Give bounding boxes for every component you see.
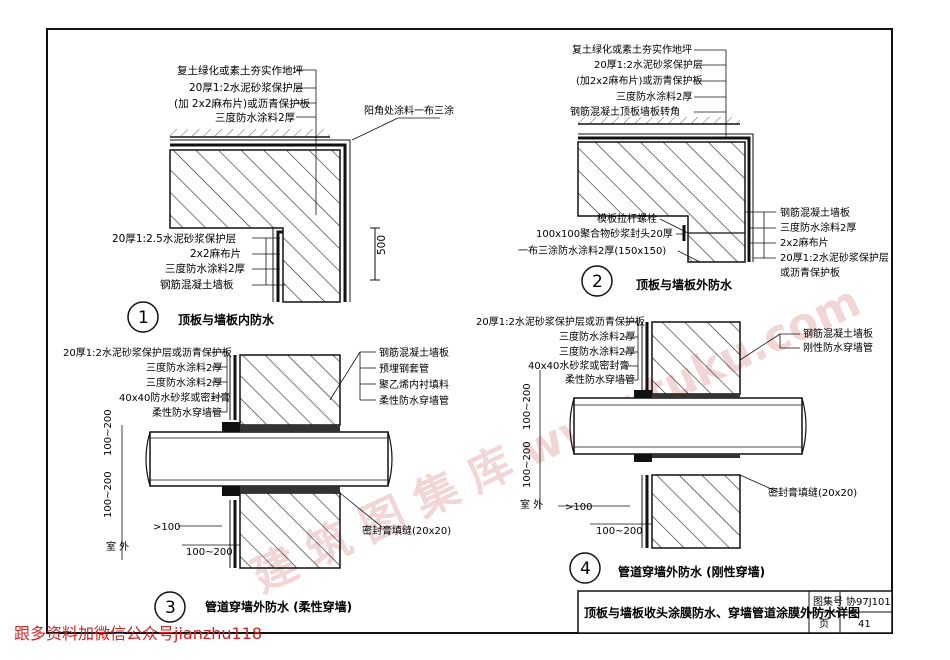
title-block-title: 顶板与墙板收头涂膜防水、穿墙管道涂膜外防水详图	[584, 605, 860, 620]
concrete-slab	[577, 141, 746, 263]
d4-note-right-2: 刚性防水穿墙管	[803, 341, 873, 354]
d4-note-left-5: 柔性防水穿墙管	[565, 373, 635, 386]
d4-number-circle	[569, 552, 601, 584]
d3-dim-1: 100~200	[103, 409, 114, 456]
d4-note-left-2: 三度防水涂料2厚	[559, 330, 635, 343]
d4-note-right-1: 钢筋混凝土墙板	[803, 327, 873, 340]
d4-number: 4	[580, 559, 591, 579]
d1-note-right: 阳角处涂料一布三涂	[364, 104, 454, 117]
d4-note-left-4: 40x40水砂浆或密封膏	[528, 359, 629, 372]
d3-note-left-2: 三度防水涂料2厚	[146, 361, 222, 374]
d3-note-right-2: 预埋钢套管	[379, 362, 429, 375]
detail-1: 500 复土绿化或素土夯实作地坪 20厚1:2水泥砂浆保护层 (加 2x2麻布片…	[112, 64, 454, 333]
d2-note-left-1: 模板拉杆螺栓	[597, 212, 657, 225]
d1-note-top-2: 20厚1:2水泥砂浆保护层	[189, 81, 303, 94]
d3-note-left-4: 40x40防水砂浆或密封膏	[119, 391, 230, 404]
d4-note-left-3: 三度防水涂料2厚	[559, 345, 635, 358]
page-label: 页	[819, 618, 829, 630]
d4-outside: 室 外	[520, 498, 543, 511]
d2-note-left-3: 一布三涂防水涂料2厚(150x150)	[518, 244, 666, 257]
atlas-label: 图集号	[813, 595, 843, 608]
d3-dim-4: >100	[153, 522, 180, 533]
d4-dim-1: 100~200	[522, 383, 533, 430]
d3-number-circle	[154, 591, 186, 623]
d4-seal: 密封膏填缝(20x20)	[768, 486, 857, 499]
d4-dim-2: 100~200	[522, 441, 533, 488]
atlas-value: 协97J101	[846, 595, 891, 608]
d3-note-right-4: 柔性防水穿墙管	[379, 394, 449, 407]
d1-note-bottom-3: 三度防水涂料2厚	[165, 262, 246, 275]
d2-caption: 顶板与墙板外防水	[636, 277, 733, 292]
d3-dim-2: 100~200	[103, 471, 114, 518]
d3-note-right-1: 钢筋混凝土墙板	[379, 346, 449, 359]
d3-note-right-3: 聚乙烯内衬填料	[379, 378, 449, 391]
d3-note-left-5: 柔性防水穿墙管	[152, 406, 222, 419]
d1-note-bottom-1: 20厚1:2.5水泥砂浆保护层	[112, 232, 236, 245]
detail-2: 复土绿化或素土夯实作地坪 20厚1:2水泥砂浆保护层 (加2x2麻布片)或沥青保…	[518, 43, 889, 297]
concrete-wall	[651, 474, 741, 549]
concrete-wall	[239, 492, 341, 569]
d4-dim-4: 100~200	[596, 526, 643, 537]
title-block: 顶板与墙板收头涂膜防水、穿墙管道涂膜外防水详图 图集号 协97J101 页 41	[577, 590, 893, 634]
d2-number-circle	[581, 265, 613, 297]
d3-caption: 管道穿墙外防水 (柔性穿墙)	[205, 599, 352, 614]
d4-note-left-1: 20厚1:2水泥砂浆保护层或沥青保护板	[476, 315, 645, 328]
d3-number: 3	[165, 598, 176, 618]
d1-note-bottom-2: 2x2麻布片	[190, 247, 241, 260]
d4-dim-3: >100	[565, 502, 592, 513]
concrete-slab	[169, 149, 341, 303]
d2-note-top-1: 复土绿化或素土夯实作地坪	[572, 43, 692, 56]
detail-4: 20厚1:2水泥砂浆保护层或沥青保护板 三度防水涂料2厚 三度防水涂料2厚 40…	[476, 315, 873, 584]
d2-note-right-3: 2x2麻布片	[780, 236, 829, 249]
d2-note-top-3: (加2x2麻布片)或沥青保护板	[576, 74, 702, 87]
concrete-wall	[239, 354, 341, 426]
d1-note-top-1: 复土绿化或素土夯实作地坪	[177, 64, 303, 77]
d3-seal: 密封膏填缝(20x20)	[362, 524, 451, 537]
d1-number: 1	[138, 308, 149, 328]
d1-note-top-4: 三度防水涂料2厚	[215, 111, 296, 124]
d2-note-top-5: 钢筋混凝土顶板墙板转角	[570, 105, 680, 118]
d3-outside: 室 外	[106, 540, 129, 553]
page-value: 41	[858, 619, 871, 630]
concrete-wall	[651, 321, 741, 395]
d2-note-left-2: 100x100聚合物砂浆封头20厚	[536, 227, 673, 240]
d3-note-left-3: 三度防水涂料2厚	[146, 376, 222, 389]
d2-note-right-2: 三度防水涂料2厚	[780, 221, 856, 234]
pipe	[573, 397, 803, 455]
dim-500: 500	[376, 235, 388, 255]
d1-caption: 顶板与墙板内防水	[178, 312, 275, 327]
d2-note-right-1: 钢筋混凝土墙板	[780, 206, 850, 219]
d2-note-right-4: 20厚1:2水泥砂浆保护层	[780, 251, 889, 264]
d2-number: 2	[592, 272, 603, 292]
d4-caption: 管道穿墙外防水 (刚性穿墙)	[618, 564, 765, 579]
d3-note-left-1: 20厚1:2水泥砂浆保护层或沥青保护板	[63, 346, 232, 359]
d3-dim-3: 100~200	[186, 547, 233, 558]
sheet-border	[46, 28, 893, 634]
d2-note-top-4: 三度防水涂料2厚	[616, 90, 692, 103]
pipe	[149, 431, 389, 487]
d2-note-top-2: 20厚1:2水泥砂浆保护层	[594, 58, 703, 71]
d1-number-circle	[127, 301, 159, 333]
footer-text: 跟多资料加微信公众号jianzhu118	[14, 624, 263, 643]
d2-note-right-5: 或沥青保护板	[780, 266, 840, 279]
d1-note-bottom-4: 钢筋混凝土墙板	[160, 278, 234, 291]
d1-note-top-3: (加 2x2麻布片)或沥青保护板	[174, 97, 311, 110]
detail-3: 20厚1:2水泥砂浆保护层或沥青保护板 三度防水涂料2厚 三度防水涂料2厚 40…	[63, 346, 451, 623]
